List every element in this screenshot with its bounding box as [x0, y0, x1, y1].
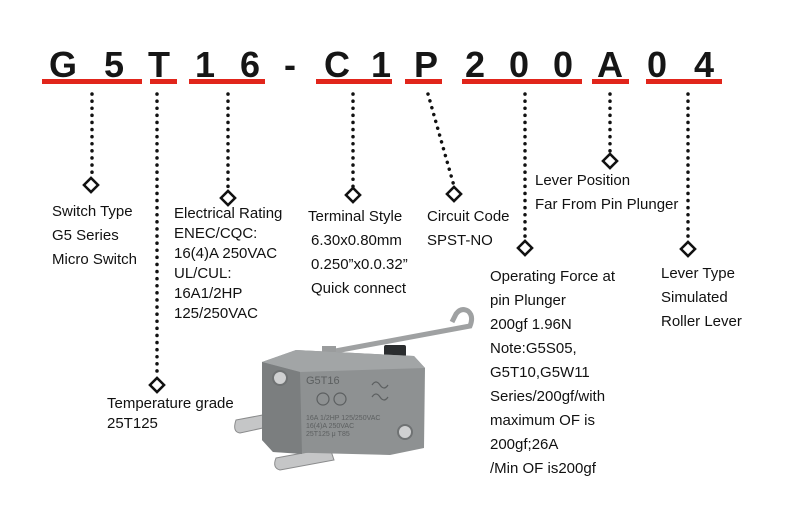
diamond-terminal: [344, 186, 362, 204]
code-char-1b: 1: [370, 44, 392, 85]
marking-line-3: 25T125 μ T85: [306, 431, 350, 438]
lever-position-line-2: Far From Pin Plunger: [535, 196, 679, 213]
code-char-4: 4: [693, 44, 715, 85]
code-char-5: 5: [103, 44, 125, 85]
code-char-2: 2: [464, 44, 486, 85]
switch-body-top: [262, 350, 425, 372]
temperature-line-2: 25T125: [107, 415, 158, 432]
label-lever-position: Lever Position Far From Pin Plunger: [535, 169, 678, 217]
code-char-0b: 0: [552, 44, 574, 85]
marking-line-1: 16A 1/2HP 125/250VAC: [306, 415, 380, 422]
code-char-p: P: [413, 44, 438, 85]
diamond-force: [516, 239, 534, 257]
force-line-3: 200gf 1.96N: [490, 316, 572, 333]
underline-lever-position: [592, 79, 629, 84]
underline-terminal: [316, 79, 392, 84]
circuit-line-2: SPST-NO: [427, 232, 493, 249]
lever-type-line-3: Roller Lever: [661, 313, 742, 330]
label-circuit-code: Circuit Code SPST-NO: [427, 205, 510, 253]
marking-model: G5T16: [306, 375, 340, 387]
rating-line-1: Electrical Rating: [174, 205, 283, 222]
force-line-8: 200gf;26A: [490, 436, 559, 453]
switch-type-line-2: G5 Series: [52, 227, 119, 244]
switch-type-line-1: Switch Type: [52, 203, 133, 220]
code-char-1: 1: [194, 44, 216, 85]
diamond-switch-type: [82, 176, 100, 194]
marking-line-2: 16(4)A 250VAC: [306, 423, 354, 430]
temperature-line-1: Temperature grade: [107, 395, 234, 412]
leader-circuit: [426, 92, 456, 188]
force-line-5: G5T10,G5W11: [490, 364, 590, 381]
label-operating-force: Operating Force at pin Plunger 200gf 1.9…: [490, 265, 615, 481]
lever-arm: [329, 307, 475, 355]
micro-switch-image: G5T16 16A 1/2HP 125/250VAC 16(4)A 250VAC…: [234, 307, 475, 471]
circuit-line-1: Circuit Code: [427, 208, 510, 225]
underline-rating: [189, 79, 265, 84]
ce-mark: [316, 392, 330, 406]
label-terminal-style: Terminal Style 6.30x0.80mm 0.250”x0.0.32…: [308, 205, 408, 301]
code-char-0c: 0: [646, 44, 668, 85]
force-line-1: Operating Force at: [490, 268, 616, 285]
switch-body-side: [262, 362, 302, 454]
diamond-circuit: [445, 185, 463, 203]
label-lever-type: Lever Type Simulated Roller Lever: [661, 262, 742, 334]
code-char-0a: 0: [508, 44, 530, 85]
force-line-4: Note:G5S05,: [490, 340, 577, 357]
screw-top: [272, 370, 288, 386]
switch-type-line-3: Micro Switch: [52, 251, 138, 268]
ul-mark-2: [371, 393, 389, 401]
rating-line-6: 125/250VAC: [174, 305, 258, 322]
lever-type-line-1: Lever Type: [661, 265, 735, 282]
lever-position-line-1: Lever Position: [535, 172, 631, 189]
rating-line-2: ENEC/CQC:: [174, 225, 258, 242]
terminal-line-3: 0.250”x0.0.32”: [311, 256, 408, 273]
diamond-temperature: [148, 376, 166, 394]
switch-body: [262, 350, 425, 455]
cqc-mark: [333, 392, 347, 406]
diamond-lever-position: [601, 152, 619, 170]
code-char-t: T: [148, 44, 170, 85]
screw-bottom: [397, 424, 413, 440]
diamond-lever-type: [679, 240, 697, 258]
force-line-2: pin Plunger: [490, 292, 566, 309]
underline-lever-type: [646, 79, 722, 84]
diamond-rating: [219, 189, 237, 207]
code-char-6: 6: [239, 44, 261, 85]
label-electrical-rating: Electrical Rating ENEC/CQC: 16(4)A 250VA…: [174, 204, 282, 324]
underline-switch-type: [42, 79, 142, 84]
force-line-7: maximum OF is: [490, 412, 595, 429]
underline-force: [462, 79, 582, 84]
terminal-line-1: Terminal Style: [308, 208, 403, 225]
force-line-9: /Min OF is200gf: [490, 460, 596, 477]
ul-mark: [371, 381, 389, 389]
underline-temperature: [150, 79, 177, 84]
terminal-line-2: 6.30x0.80mm: [311, 232, 402, 249]
code-char-g: G: [48, 44, 77, 85]
underline-circuit: [405, 79, 442, 84]
code-char-a: A: [597, 44, 623, 85]
terminal-bottom: [274, 447, 335, 471]
code-char-c: C: [324, 44, 350, 85]
terminal-line-4: Quick connect: [311, 280, 407, 297]
label-switch-type: Switch Type G5 Series Micro Switch: [52, 200, 137, 272]
label-temperature-grade: Temperature grade 25T125: [107, 394, 234, 434]
code-char-dash: -: [284, 44, 296, 85]
force-line-6: Series/200gf/with: [490, 388, 606, 405]
rating-line-5: 16A1/2HP: [174, 285, 243, 302]
rating-line-4: UL/CUL:: [174, 265, 232, 282]
rating-line-3: 16(4)A 250VAC: [174, 245, 278, 262]
lever-type-line-2: Simulated: [661, 289, 728, 306]
